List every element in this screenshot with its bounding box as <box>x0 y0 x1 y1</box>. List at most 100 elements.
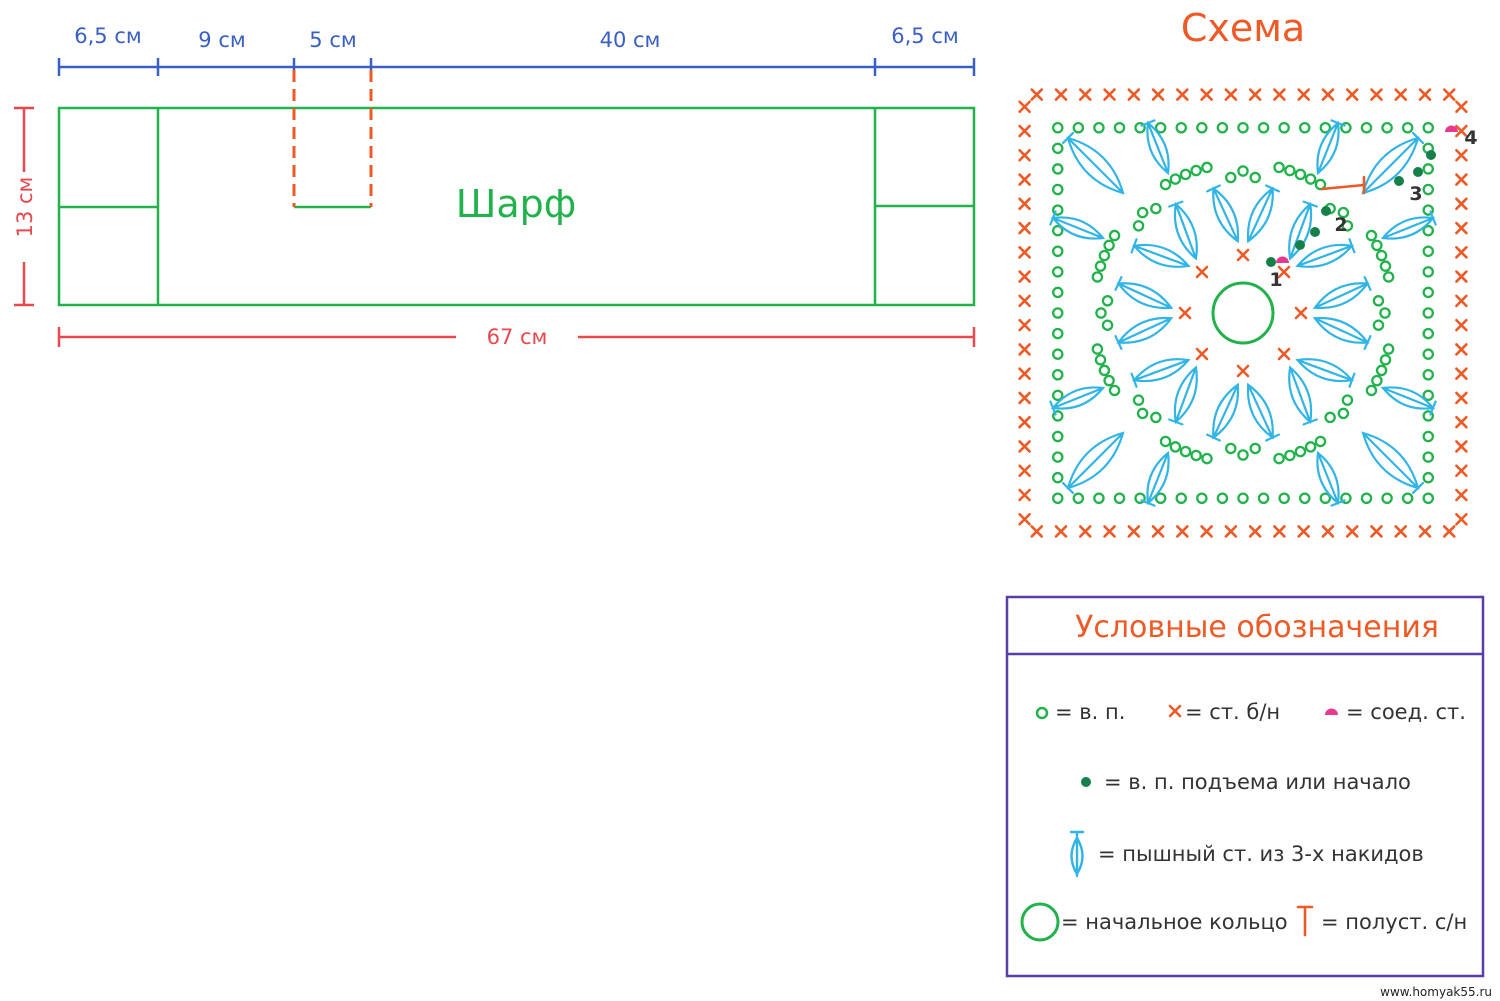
chain-stitch-symbol <box>1052 451 1064 463</box>
single-crochet-symbol <box>1345 88 1359 101</box>
chain-stitch-symbol <box>1237 122 1249 134</box>
chain-stitch-symbol <box>1196 492 1208 504</box>
single-crochet-symbol <box>1455 148 1468 162</box>
chain-stitch-symbol <box>1154 492 1167 504</box>
chain-stitch-symbol <box>1372 319 1385 331</box>
chain-stitch-symbol <box>1132 394 1145 406</box>
chain-stitch-symbol <box>1095 307 1107 319</box>
single-crochet-symbol <box>1151 88 1165 101</box>
puff-stitch-symbol <box>1361 131 1425 195</box>
legend-box: Условные обозначения = в. п. = ст. б/н =… <box>1005 595 1485 978</box>
single-crochet-symbol <box>1277 347 1291 361</box>
single-crochet-symbol <box>1297 525 1310 538</box>
lifting-chain-symbol <box>1426 150 1436 160</box>
chain-stitch-symbol <box>1422 204 1435 216</box>
puff-stitch-symbol <box>1114 316 1174 350</box>
single-crochet-symbol <box>1455 440 1468 453</box>
chain-stitch-symbol <box>1273 161 1285 174</box>
single-crochet-symbol <box>1418 525 1432 538</box>
chain-stitch-symbol <box>1294 168 1307 181</box>
scheme-title: Схема <box>1181 6 1305 50</box>
chain-stitch-symbol <box>1225 171 1237 184</box>
single-crochet-symbol <box>1455 124 1468 138</box>
puff-stitch-symbol <box>1130 238 1191 268</box>
chain-stitch-symbol <box>1422 327 1435 340</box>
single-crochet-symbol <box>1176 525 1189 538</box>
chain-stitch-symbol <box>1216 492 1229 504</box>
single-crochet-symbol <box>1455 173 1468 186</box>
single-crochet-symbol <box>1455 488 1468 502</box>
single-crochet-symbol <box>1455 221 1468 235</box>
half-double-symbol-icon <box>1296 905 1314 937</box>
puff-stitch-symbol <box>1130 358 1191 388</box>
single-crochet-symbol <box>1018 221 1031 235</box>
chain-stitch-symbol <box>1072 122 1085 134</box>
chain-stitch-symbol <box>1196 122 1208 134</box>
puff-stitch-symbol <box>1061 431 1125 495</box>
chain-stitch-symbol <box>1340 122 1352 134</box>
chain-stitch-symbol <box>1422 451 1435 463</box>
chain-stitch-symbol <box>1093 492 1105 504</box>
scarf-diagram: 6,5 см 9 см 5 см 40 см 6,5 см 13 см Шарф <box>13 24 976 349</box>
single-crochet-symbol <box>1455 391 1468 405</box>
chain-stitch-symbol <box>1314 178 1327 191</box>
single-crochet-symbol <box>1418 88 1432 101</box>
chain-stitch-symbol <box>1052 245 1064 257</box>
single-crochet-symbol <box>1018 318 1031 332</box>
chain-stitch-symbol <box>1422 492 1435 504</box>
single-crochet-symbol <box>1236 248 1250 262</box>
chain-stitch-symbol <box>1379 354 1392 366</box>
chain-stitch-symbol <box>1052 410 1064 422</box>
chain-stitch-symbol <box>1422 389 1435 402</box>
single-crochet-symbol <box>1018 294 1031 308</box>
puff-stitch-symbol <box>1295 358 1356 388</box>
single-crochet-symbol-icon <box>1168 704 1182 718</box>
single-crochet-symbol <box>1277 265 1291 279</box>
row-number-4: 4 <box>1464 127 1477 149</box>
single-crochet-symbol <box>1248 525 1262 538</box>
puff-stitch-symbol <box>1380 386 1437 416</box>
legend-slip-stitch-text: = соед. ст. <box>1346 700 1466 724</box>
single-crochet-symbol <box>1018 173 1031 186</box>
single-crochet-symbol <box>1200 88 1213 101</box>
chain-stitch-symbol <box>1052 492 1064 504</box>
chain-stitch-symbol <box>1101 319 1114 331</box>
chain-stitch-symbol <box>1422 245 1435 257</box>
chain-stitch-symbol <box>1094 354 1107 366</box>
chain-stitch-symbol <box>1340 492 1352 504</box>
single-crochet-symbol <box>1078 88 1092 101</box>
chain-stitch-symbol <box>1299 492 1311 504</box>
chain-stitch-symbol <box>1422 410 1435 422</box>
single-crochet-symbol <box>1195 265 1209 279</box>
puff-stitch-symbol <box>1246 382 1280 442</box>
single-crochet-symbol <box>1273 525 1286 538</box>
puff-stitch-symbol <box>1312 276 1372 310</box>
chain-stitch-symbol <box>1294 445 1307 458</box>
magic-ring-symbol-icon <box>1020 902 1060 942</box>
dim-label-end-right: 6,5 см <box>891 24 958 48</box>
chain-stitch-symbol <box>1284 449 1296 462</box>
legend-single-crochet-text: = ст. б/н <box>1185 700 1280 724</box>
chain-stitch-symbol <box>1237 492 1249 504</box>
chain-stitch-symbol <box>1422 368 1435 381</box>
chain-stitch-symbol <box>1134 492 1146 504</box>
legend-magic-ring-text: = начальное кольцо <box>1061 910 1288 934</box>
chain-stitch-symbol <box>1098 249 1111 262</box>
chain-stitch-symbol <box>1052 348 1064 360</box>
chain-stitch-symbol <box>1401 492 1414 504</box>
chain-stitch-symbol <box>1216 122 1229 134</box>
chain-stitch-symbol <box>1319 492 1332 504</box>
lifting-chain-symbol <box>1266 257 1276 267</box>
chain-stitch-symbol <box>1375 364 1388 377</box>
single-crochet-symbol <box>1224 525 1238 538</box>
chain-stitch-symbol <box>1341 220 1354 232</box>
chain-stitch-symbol <box>1249 171 1261 184</box>
single-crochet-symbol <box>1018 367 1031 380</box>
chain-stitch-symbol <box>1052 389 1064 402</box>
puff-stitch-symbol <box>1380 210 1437 240</box>
chain-stitch-symbol <box>1201 161 1213 174</box>
dim-label-end-left: 6,5 см <box>74 24 141 48</box>
slip-stitch-symbol <box>1276 256 1289 263</box>
chain-stitch-symbol <box>1422 266 1435 278</box>
single-crochet-symbol <box>1224 88 1238 101</box>
